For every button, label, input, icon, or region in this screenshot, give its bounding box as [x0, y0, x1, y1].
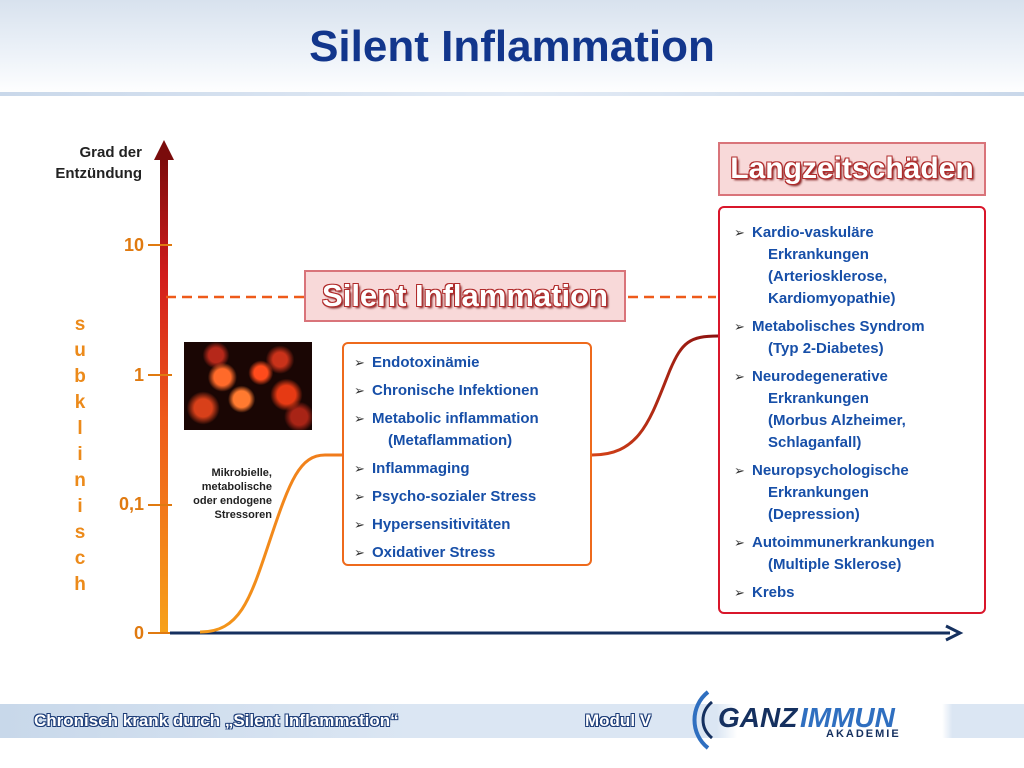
arrow-bullet-icon: ➢: [354, 545, 365, 560]
list-item: ➢ Oxidativer Stress: [352, 542, 590, 564]
tick-label-10: 10: [123, 235, 144, 255]
list-item-subtext: Schlaganfall): [768, 434, 862, 451]
list-item-subtext: (Morbus Alzheimer,: [768, 412, 906, 429]
silent-inflammation-label: Silent Inflammation: [304, 270, 626, 322]
x-axis-arrowhead: [945, 624, 964, 642]
vertical-label-letter: s: [74, 314, 86, 335]
list-item: ➢ Endotoxinämie: [352, 352, 590, 374]
list-item-subtext: Erkrankungen: [768, 390, 869, 407]
list-item-text: Autoimmunerkrankungen: [752, 534, 935, 551]
footer-bar: [0, 704, 1024, 738]
arrow-bullet-icon: ➢: [734, 585, 745, 600]
list-item-text: Endotoxinämie: [372, 354, 480, 371]
footer-module: Modul V: [585, 711, 652, 730]
list-item-subtext: (Depression): [768, 506, 860, 523]
logo-word-ganz: GANZ: [718, 702, 798, 733]
list-item-text: Chronische Infektionen: [372, 382, 539, 399]
list-item-subtext: (Multiple Sklerose): [768, 556, 902, 573]
inflammation-curve: [199, 334, 719, 634]
list-item: ➢ Metabolic inflammation (Metaflammation): [352, 408, 590, 452]
logo-akademie: AKADEMIE: [826, 728, 901, 740]
vertical-label-letter: l: [77, 418, 83, 439]
list-item-text: Psycho-sozialer Stress: [372, 488, 537, 505]
list-item-subtext: Erkrankungen: [768, 484, 869, 501]
stressors-caption: Mikrobielle, metabolische oder endogene …: [172, 466, 272, 522]
vertical-label-letter: n: [74, 470, 86, 491]
list-item-text: Oxidativer Stress: [372, 544, 496, 561]
y-axis-arrowhead: [154, 140, 174, 160]
stressors-line: oder endogene: [193, 495, 272, 507]
y-axis-title-line2: Entzündung: [55, 165, 142, 182]
arrow-bullet-icon: ➢: [354, 411, 365, 426]
vertical-label-letter: i: [77, 496, 83, 517]
langzeitschaeden-label: Langzeitschäden: [718, 142, 986, 196]
vertical-label-letter: h: [74, 574, 86, 595]
list-item-subtext: (Metaflammation): [388, 432, 513, 449]
logo-icon: [692, 690, 714, 750]
arrow-bullet-icon: ➢: [734, 225, 745, 240]
vertical-label-letter: c: [74, 548, 86, 569]
list-item-text: Metabolic inflammation: [372, 410, 539, 427]
list-item-text: Neurodegenerative: [752, 368, 888, 385]
list-item-subtext: (Typ 2-Diabetes): [768, 340, 884, 357]
vertical-label-letter: k: [74, 392, 86, 413]
list-item-text: Hypersensitivitäten: [372, 516, 511, 533]
logo-word-immun: IMMUN: [800, 702, 895, 733]
y-axis-title: Grad der Entzündung: [14, 142, 142, 184]
list-item: ➢ Autoimmunerkrankungen (Multiple Sklerose…: [732, 532, 984, 576]
arrow-bullet-icon: ➢: [734, 369, 745, 384]
stressors-line: Mikrobielle,: [211, 467, 272, 479]
vertical-label-letter: s: [74, 522, 86, 543]
y-axis-bar: [160, 156, 168, 634]
arrow-bullet-icon: ➢: [354, 461, 365, 476]
title-band: [0, 0, 1024, 95]
list-item-text: Neuropsychologische: [752, 462, 909, 479]
list-item-subtext: Kardiomyopathie): [768, 290, 896, 307]
tick-label-0: 0: [133, 623, 144, 643]
list-item: ➢ Inflammaging: [352, 458, 590, 480]
y-axis-title-line1: Grad der: [79, 144, 142, 161]
tick-label-0-1: 0,1: [118, 494, 144, 514]
list-item-text: Metabolisches Syndrom: [752, 318, 925, 335]
arrow-bullet-icon: ➢: [354, 355, 365, 370]
list-item: ➢ Hypersensitivitäten: [352, 514, 590, 536]
tick-label-1: 1: [133, 365, 144, 385]
vertical-label-letter: b: [74, 366, 86, 387]
list-item-text: Inflammaging: [372, 460, 470, 477]
footer-title: Chronisch krank durch „Silent Inflammati…: [34, 711, 399, 730]
list-item-text: Krebs: [752, 584, 795, 601]
stressors-line: metabolische: [201, 481, 272, 493]
arrow-bullet-icon: ➢: [734, 319, 745, 334]
embers-image: [184, 342, 312, 430]
list-item: ➢ Psycho-sozialer Stress: [352, 486, 590, 508]
list-item: ➢ Chronische Infektionen: [352, 380, 590, 402]
arrow-bullet-icon: ➢: [354, 517, 365, 532]
arrow-bullet-icon: ➢: [734, 463, 745, 478]
list-item-text: Kardio-vaskuläre: [752, 224, 874, 241]
stressors-line: Stressoren: [214, 509, 272, 521]
list-item: ➢ Krebs: [732, 582, 984, 604]
arrow-bullet-icon: ➢: [734, 535, 745, 550]
list-item-subtext: (Arteriosklerose,: [768, 268, 888, 285]
vertical-label-letter: u: [74, 340, 86, 361]
arrow-bullet-icon: ➢: [354, 383, 365, 398]
arrow-bullet-icon: ➢: [354, 489, 365, 504]
list-item-subtext: Erkrankungen: [768, 246, 869, 263]
page-title: Silent Inflammation: [309, 22, 715, 71]
list-item: ➢ Metabolisches Syndrom (Typ 2-Diabetes): [732, 316, 984, 360]
vertical-label-letter: i: [77, 444, 83, 465]
title-divider: [0, 92, 1024, 96]
causes-box: ➢ Endotoxinämie ➢ Chronische Infektionen ➢…: [342, 342, 592, 566]
